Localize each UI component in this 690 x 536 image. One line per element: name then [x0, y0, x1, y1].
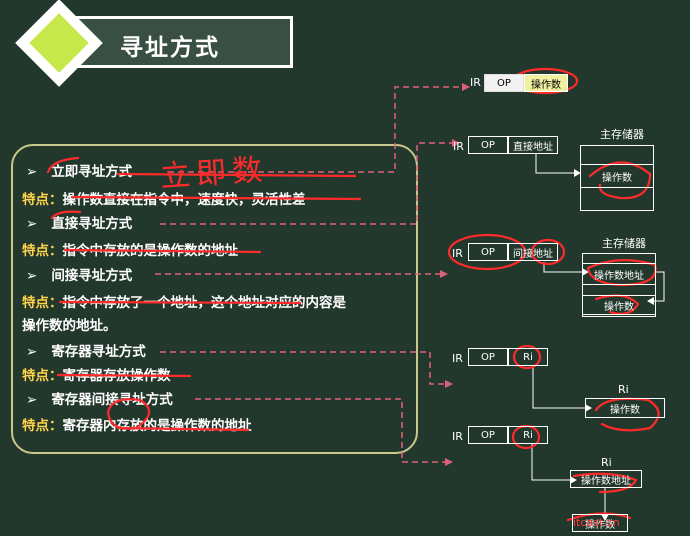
item-direct-heading: ➢直接寻址方式: [26, 216, 133, 232]
memory-operand-cell: 操作数: [583, 296, 655, 315]
op-field: OP: [468, 348, 508, 366]
page-title: 寻址方式: [120, 35, 220, 61]
main-memory-block: 操作数: [580, 145, 654, 211]
ir-label: IR: [452, 247, 463, 260]
item-register-indirect-heading: ➢寄存器间接寻址方式: [26, 392, 173, 408]
bullet-icon: ➢: [26, 216, 38, 232]
item-immediate-desc: 特点：操作数直接在指令中，速度快，灵活性差: [22, 192, 306, 208]
register-address-box: 操作数地址: [570, 470, 642, 488]
handwriting-annotations: [46, 67, 660, 522]
arrow-addr-to-operand: [654, 271, 665, 302]
arrow-ri-to-register: [531, 443, 570, 481]
register-field: Ri: [508, 348, 548, 366]
arrow-indirect-to-memory: [543, 262, 582, 273]
dash-connector-immediate: [168, 86, 462, 173]
arrow-direct-to-memory: [535, 153, 574, 174]
ir-label: IR: [452, 352, 463, 365]
item-indirect-desc2: 操作数的地址。: [22, 318, 117, 334]
memory-operand-box: 操作数: [572, 514, 628, 532]
bullet-icon: ➢: [26, 164, 38, 180]
item-immediate-heading: ➢立即寻址方式: [26, 164, 133, 180]
register-label: Ri: [618, 383, 629, 396]
dash-connector-register: [160, 351, 445, 385]
op-field: OP: [468, 136, 508, 154]
register-label: Ri: [601, 456, 612, 469]
op-field: OP: [468, 426, 508, 444]
ir-label: IR: [452, 430, 463, 443]
direct-address-field: 直接地址: [508, 136, 558, 154]
dash-connector-direct: [160, 142, 452, 225]
memory-operand-cell: 操作数: [581, 165, 653, 188]
ir-label: IR: [470, 76, 481, 89]
item-register-heading: ➢寄存器寻址方式: [26, 344, 146, 360]
operand-field: 操作数: [524, 74, 568, 92]
ir-label: IR: [453, 140, 464, 153]
item-indirect-heading: ➢间接寻址方式: [26, 268, 133, 284]
bullet-icon: ➢: [26, 344, 38, 360]
register-operand-box: 操作数: [585, 398, 665, 418]
register-field: Ri: [508, 426, 548, 444]
memory-operand-address-cell: 操作数地址: [583, 264, 655, 285]
indirect-address-field: 间接地址: [508, 243, 558, 261]
op-field: OP: [468, 243, 508, 261]
main-memory-block: 操作数地址 操作数: [582, 253, 656, 317]
main-memory-label: 主存储器: [602, 237, 646, 250]
arrow-ri-to-operand: [532, 365, 585, 409]
addressing-modes-panel: [11, 144, 418, 454]
main-memory-label: 主存储器: [600, 128, 644, 141]
watermark: itcast.cn: [573, 516, 620, 529]
op-field: OP: [484, 74, 524, 92]
bullet-icon: ➢: [26, 392, 38, 408]
bullet-icon: ➢: [26, 268, 38, 284]
dash-connector-register-indirect: [195, 398, 445, 463]
handwriting-immediate: 立即数: [159, 152, 270, 195]
